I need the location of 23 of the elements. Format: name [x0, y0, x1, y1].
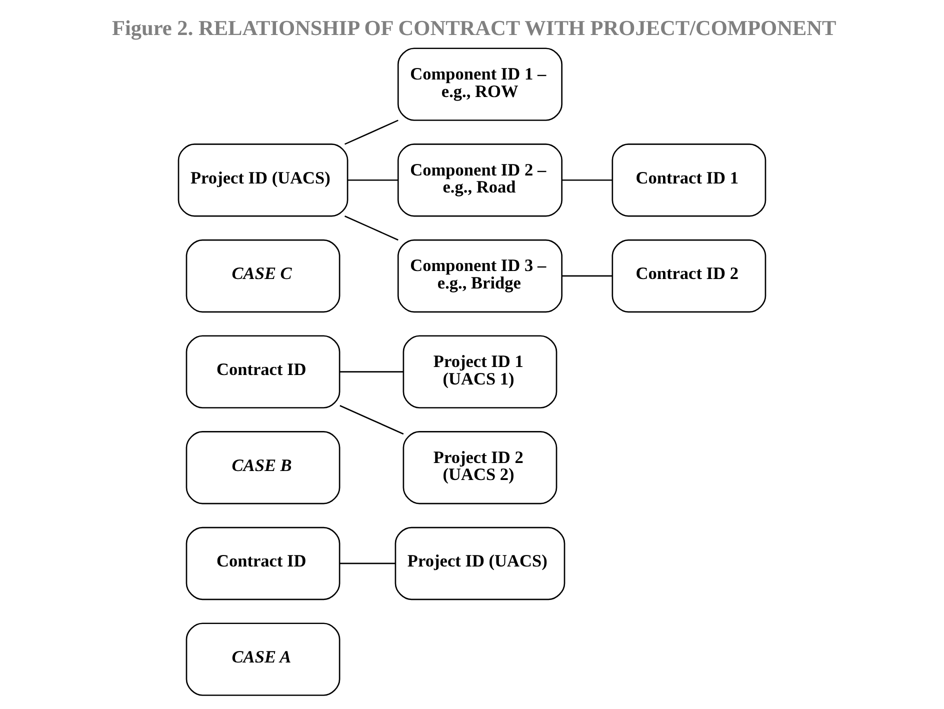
connector	[344, 215, 398, 241]
node-box: CASE A	[186, 622, 340, 696]
node-box: Contract ID 1	[612, 144, 766, 217]
connector	[562, 179, 612, 181]
node-box: Component ID 3 – e.g., Bridge	[397, 239, 562, 313]
connector	[344, 120, 398, 145]
connector	[562, 275, 612, 277]
node-box: Project ID 1 (UACS 1)	[402, 335, 558, 408]
connector	[340, 562, 396, 564]
diagram-title: Figure 2. RELATIONSHIP OF CONTRACT WITH PROJECT/COMPONENT	[112, 16, 836, 40]
node-box: Component ID 2 – e.g., Road	[397, 144, 562, 217]
node-box: CASE B	[186, 431, 340, 504]
node-box: Project ID 2 (UACS 2)	[402, 431, 558, 504]
connector	[340, 404, 404, 435]
node-box: Project ID (UACS)	[178, 144, 348, 217]
connector	[348, 179, 398, 181]
node-box: Contract ID	[186, 526, 340, 600]
connector	[340, 371, 404, 372]
node-box: Contract ID	[186, 335, 340, 408]
node-box: Project ID (UACS)	[394, 526, 566, 600]
node-box: Component ID 1 – e.g., ROW	[397, 48, 562, 121]
node-box: CASE C	[186, 239, 340, 313]
node-box: Contract ID 2	[612, 239, 766, 313]
